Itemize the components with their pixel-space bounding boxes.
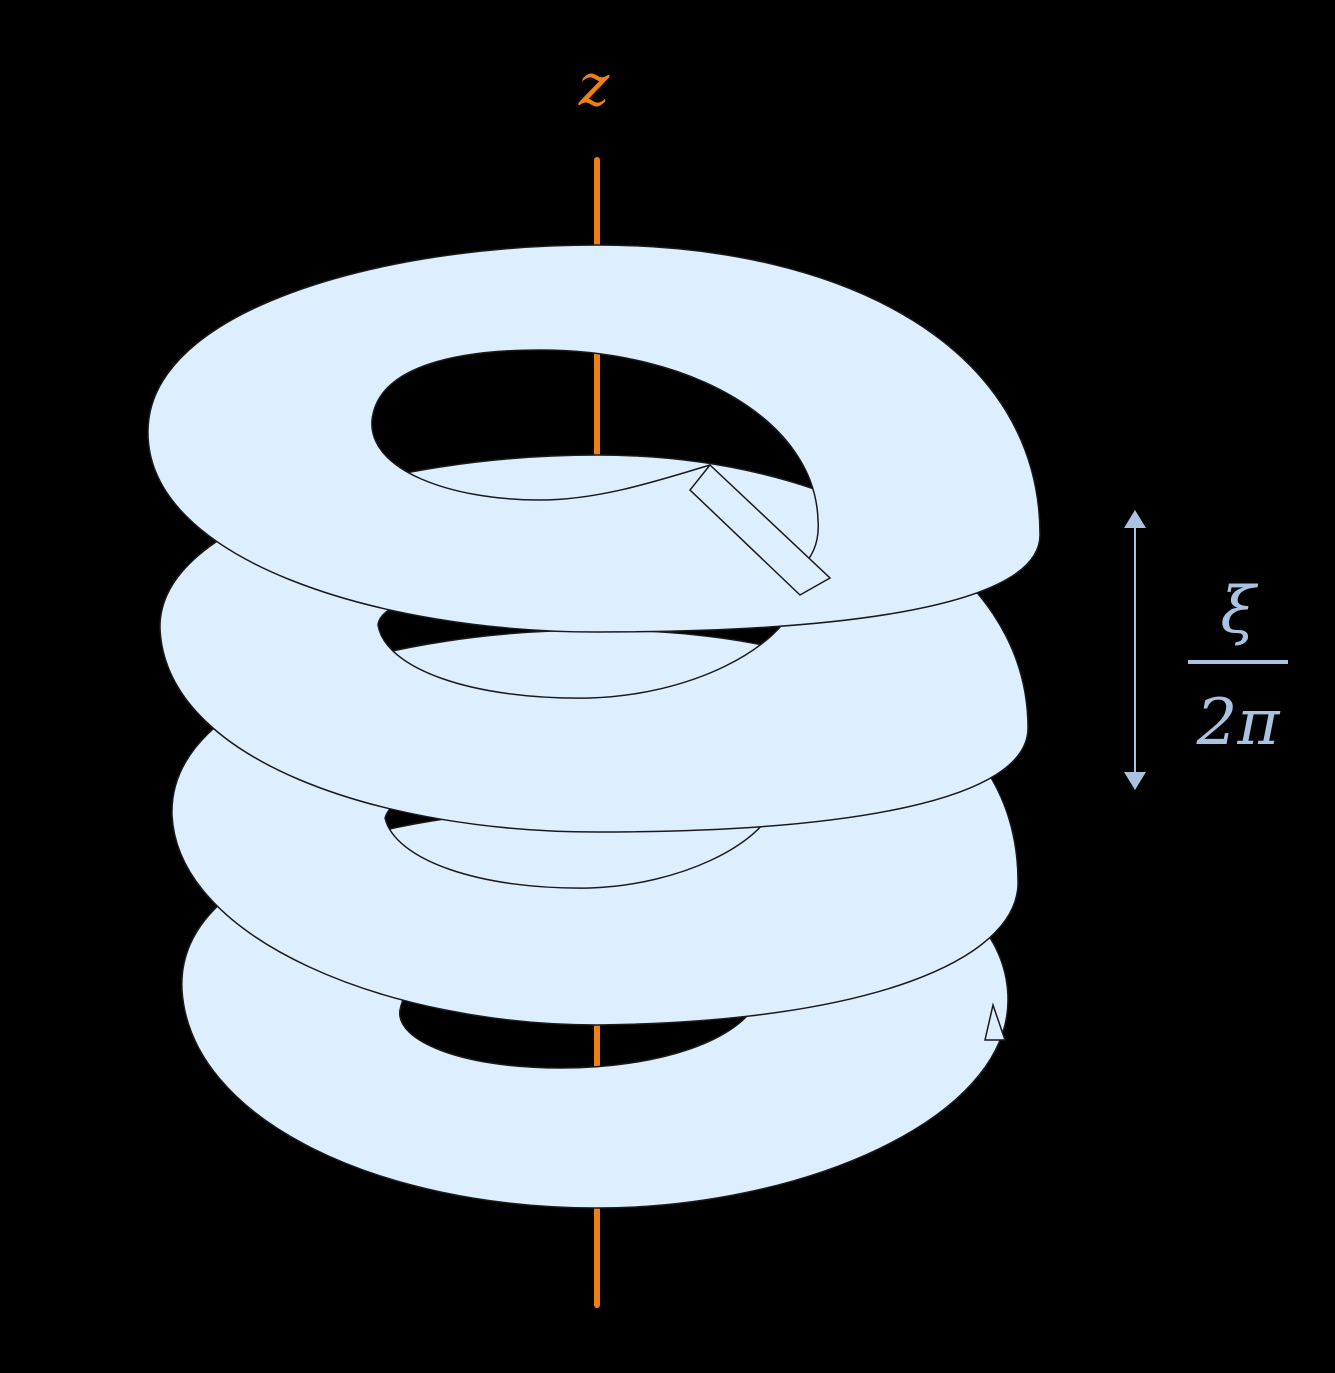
z-axis-label: z	[578, 51, 610, 119]
helicoid-end-tab	[984, 1002, 1007, 1041]
helicoid-surface	[147, 244, 1041, 1209]
helicoid-turn-1	[147, 244, 1041, 633]
pitch-arrow-bottom-head	[1124, 772, 1146, 790]
pitch-numerator: ξ	[1220, 574, 1258, 648]
pitch-arrow-top-head	[1124, 510, 1146, 528]
pitch-annotation: ξ 2π	[1124, 510, 1288, 790]
pitch-denominator: 2π	[1196, 686, 1281, 760]
helicoid-cut-edge	[688, 463, 832, 596]
